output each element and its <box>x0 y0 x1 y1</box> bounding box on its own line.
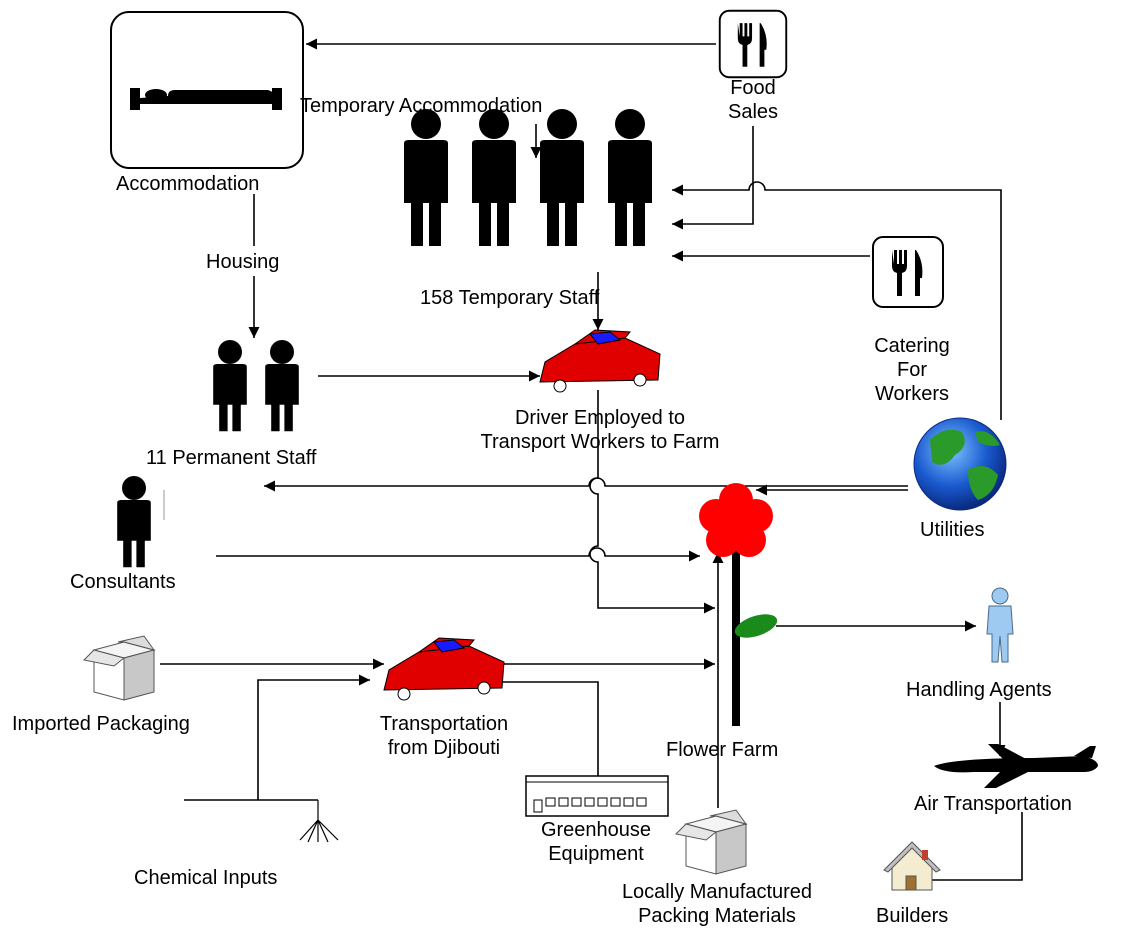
permanent-staff-label: 11 Permanent Staff <box>146 447 317 469</box>
housing-label: Housing <box>206 250 280 274</box>
greenhouse-icon <box>525 775 669 817</box>
house-icon <box>883 841 941 891</box>
worker-icon <box>986 587 1014 663</box>
cutlery-icon <box>872 236 944 308</box>
flower-farm-label: Flower Farm <box>666 739 779 761</box>
chemical-inputs-label: Chemical Inputs <box>134 867 278 889</box>
temporary-staff-icon <box>404 109 652 246</box>
connectors <box>160 38 1023 881</box>
greenhouse-label: Greenhouse Equipment <box>540 819 652 865</box>
car-icon <box>383 637 505 701</box>
box-icon <box>83 635 155 701</box>
consultant-icon <box>117 476 165 568</box>
utilities-label: Utilities <box>920 519 985 541</box>
handling-agents-label: Handling Agents <box>906 679 1052 701</box>
flower-icon <box>699 483 778 726</box>
box-icon <box>675 809 747 875</box>
transportation-label: Transportation from Djibouti <box>379 713 509 759</box>
airplane-icon <box>934 744 1098 788</box>
temporary-staff-label: 158 Temporary Staff <box>420 287 600 309</box>
driver-label: Driver Employed to Transport Workers to … <box>480 407 720 453</box>
accommodation-label: Accommodation <box>116 173 260 195</box>
consultants-label: Consultants <box>70 571 176 593</box>
builders-label: Builders <box>876 905 949 927</box>
temporary-accommodation-label: Temporary Accommodation <box>300 95 543 117</box>
imported-packaging-label: Imported Packaging <box>12 713 190 735</box>
bed-icon <box>110 11 304 169</box>
globe-icon <box>913 417 1007 511</box>
car-icon <box>539 329 661 393</box>
permanent-staff-icon <box>213 340 299 432</box>
air-transportation-label: Air Transportation <box>914 793 1072 815</box>
local-packing-label: Locally Manufactured Packing Materials <box>621 881 813 927</box>
cutlery-icon <box>718 9 788 79</box>
catering-label: Catering For Workers <box>874 335 950 405</box>
food-sales-label: Food Sales <box>727 77 779 123</box>
